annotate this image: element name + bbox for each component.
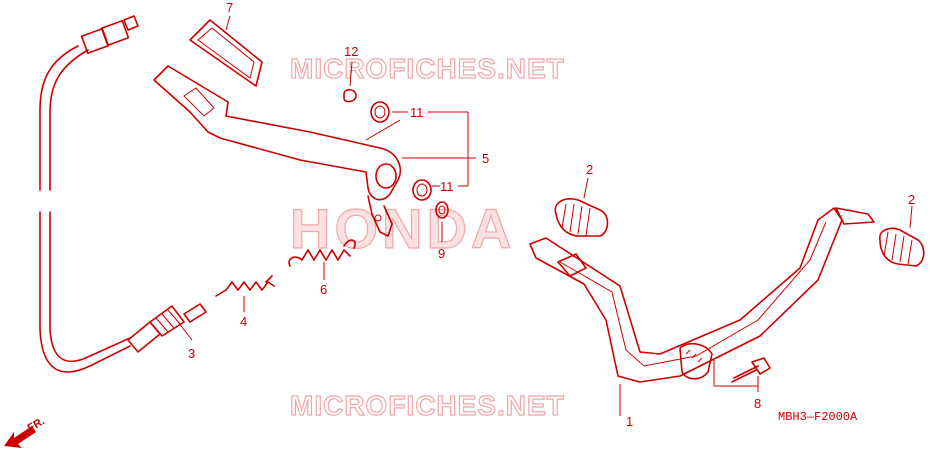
watermarks: MICROFICHES.NET MICROFICHES.NET HONDA <box>289 52 565 421</box>
watermark-top: MICROFICHES.NET <box>290 53 565 84</box>
callout-9: 9 <box>438 246 445 261</box>
part-3-brake-switch <box>127 303 207 353</box>
part-6-return-spring <box>288 239 356 280</box>
direction-label: FR. <box>26 415 47 434</box>
callout-12: 12 <box>344 44 358 59</box>
diagram-code: MBH3—F2000A <box>778 410 858 424</box>
watermark-center-brand: HONDA <box>290 197 515 260</box>
callout-3: 3 <box>188 346 195 361</box>
brake-switch-wire <box>39 15 139 373</box>
part-8-bolt <box>713 357 771 392</box>
leader-lines-upper <box>349 61 476 242</box>
part-1-step-bar <box>529 207 875 416</box>
arrow-left-icon <box>4 426 36 448</box>
upper-brake-pedal <box>153 65 402 237</box>
callout-7: 7 <box>226 0 233 15</box>
callout-2-left: 2 <box>586 162 593 177</box>
part-7-pedal-pad <box>189 15 263 87</box>
callout-5: 5 <box>482 151 489 166</box>
callout-11-bottom: 11 <box>440 179 454 194</box>
callout-11-top: 11 <box>410 105 424 120</box>
washers-and-bushings <box>343 88 449 219</box>
part-2-rubber-right <box>879 205 925 267</box>
callout-6: 6 <box>320 282 327 297</box>
callout-1: 1 <box>626 414 633 429</box>
part-2-rubber-left <box>554 177 609 237</box>
callout-8: 8 <box>754 396 761 411</box>
part-4-spring <box>215 275 275 312</box>
callout-2-right: 2 <box>908 192 915 207</box>
watermark-bottom: MICROFICHES.NET <box>290 390 565 421</box>
callout-numbers: 1 2 2 3 4 5 6 7 8 9 11 11 12 <box>188 0 915 429</box>
callout-4: 4 <box>240 314 247 329</box>
front-direction-indicator: FR. <box>4 415 47 448</box>
